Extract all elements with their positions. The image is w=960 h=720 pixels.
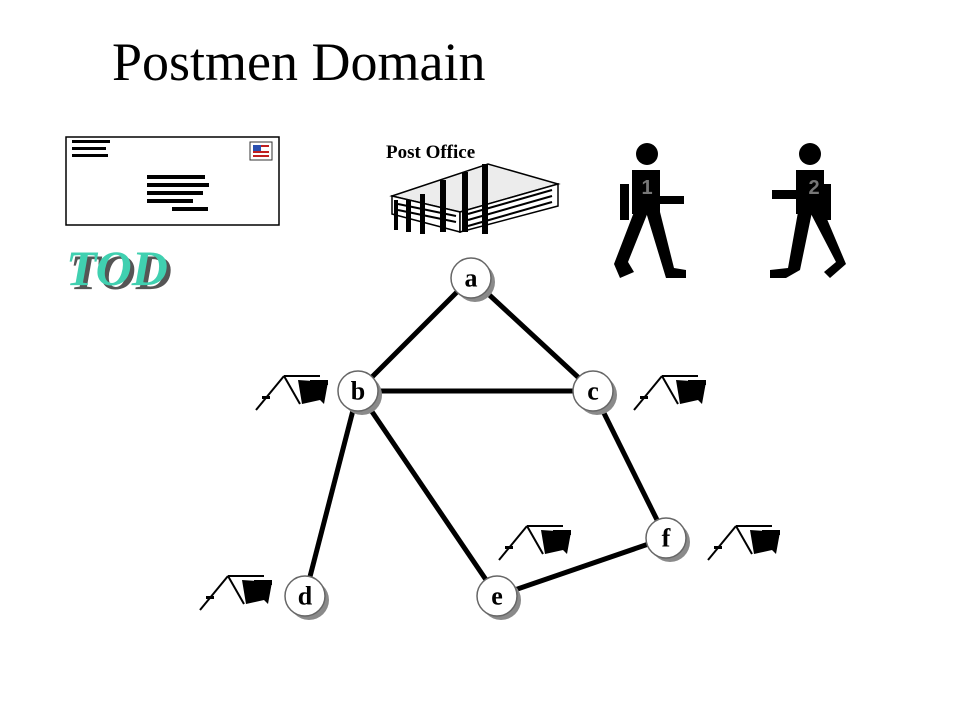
node-f: f xyxy=(645,517,690,562)
mailbox-icon-f xyxy=(707,525,780,561)
edge-b-d xyxy=(302,390,361,597)
node-b: b xyxy=(337,370,382,415)
mailboxes xyxy=(199,375,780,611)
mailbox-icon-b xyxy=(255,375,328,411)
graph-nodes: a b c d e f xyxy=(284,257,690,620)
node-e: e xyxy=(476,575,521,620)
mailbox-icon-e xyxy=(498,525,571,561)
edge-a-b xyxy=(356,276,473,393)
mailbox-icon-d xyxy=(199,575,272,611)
tod-label-shadow: TOD xyxy=(70,244,172,300)
edge-e-f xyxy=(496,535,667,599)
edge-c-f xyxy=(590,389,669,540)
node-label-a: a xyxy=(465,264,478,293)
postman-1-number: 1 xyxy=(641,177,652,199)
node-c: c xyxy=(572,370,617,415)
node-label-b: b xyxy=(351,377,365,406)
node-label-e: e xyxy=(491,582,503,611)
graph-edges xyxy=(302,276,669,599)
page-title: Postmen Domain xyxy=(112,32,486,92)
envelope-icon xyxy=(65,136,280,226)
post-office-label: Post Office xyxy=(386,142,475,163)
node-a: a xyxy=(450,257,495,302)
postman-2-number: 2 xyxy=(808,177,819,199)
edge-a-c xyxy=(469,276,595,393)
node-label-c: c xyxy=(587,377,599,406)
node-d: d xyxy=(284,575,329,620)
tod-label: TOD xyxy=(66,240,168,296)
post-office-building-icon xyxy=(389,163,561,234)
mailbox-icon-c xyxy=(633,375,706,411)
postman-2-icon: 2 xyxy=(770,143,846,278)
edge-b-e xyxy=(355,389,500,598)
node-label-f: f xyxy=(662,524,671,553)
node-label-d: d xyxy=(298,582,313,611)
postman-1-icon: 1 xyxy=(614,143,686,278)
